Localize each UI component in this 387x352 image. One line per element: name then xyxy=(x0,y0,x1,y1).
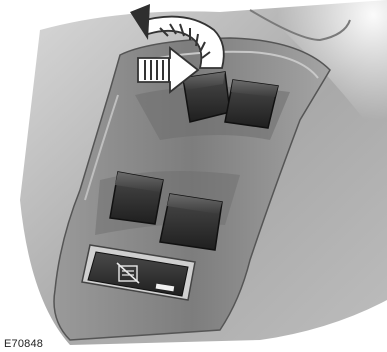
rear-left-window-switch[interactable] xyxy=(110,172,163,224)
rear-right-window-switch[interactable] xyxy=(160,194,222,250)
figure-id: E70848 xyxy=(4,338,43,350)
front-left-window-switch[interactable] xyxy=(183,72,230,122)
front-right-window-switch[interactable] xyxy=(225,80,278,128)
